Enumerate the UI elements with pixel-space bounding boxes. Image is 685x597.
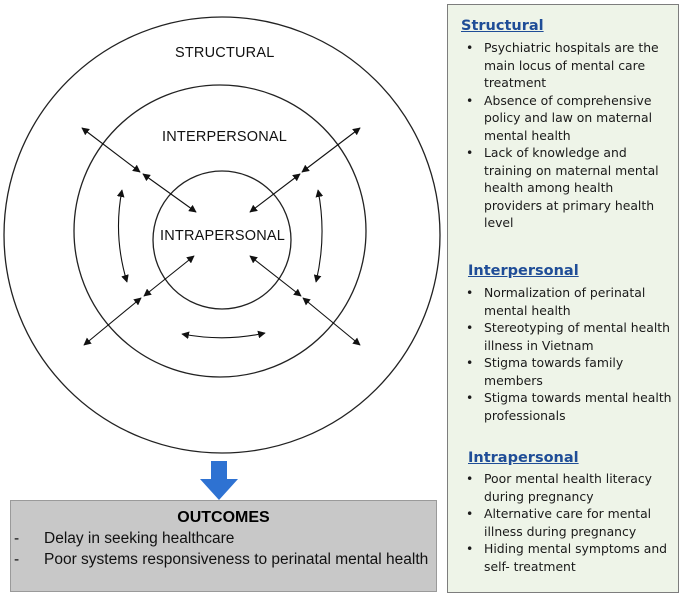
interpersonal-circle — [73, 84, 367, 378]
list-item: Normalization of perinatal mental health — [464, 284, 672, 319]
structural-ring-label: STRUCTURAL — [175, 45, 275, 61]
outcome-bullet: - — [14, 530, 20, 547]
list-item: Stigma towards mental health professiona… — [464, 389, 672, 424]
list-item: Hiding mental symptoms and self- treatme… — [464, 540, 672, 575]
list-item: Alternative care for mental illness duri… — [464, 505, 672, 540]
section-title-intrapersonal: Intrapersonal — [468, 450, 579, 466]
interpersonal-list: Normalization of perinatal mental health… — [464, 284, 672, 424]
concentric-circles-diagram — [3, 16, 441, 454]
barriers-panel: Structural Psychiatric hospitals are the… — [447, 4, 679, 593]
outcome-text: Poor systems responsiveness to perinatal… — [44, 551, 429, 568]
double-arrow-lower-right-outer — [302, 297, 361, 346]
list-item: Psychiatric hospitals are the main locus… — [464, 39, 672, 92]
structural-circle — [3, 16, 441, 454]
double-arrow-upper-left-outer — [81, 127, 141, 173]
section-title-structural: Structural — [461, 18, 544, 34]
double-arrow-upper-right-outer — [301, 127, 361, 173]
structural-list: Psychiatric hospitals are the main locus… — [464, 39, 672, 232]
curved-arrow-right — [313, 189, 324, 283]
curved-arrow-bottom — [181, 330, 266, 340]
outcome-item: - Poor systems responsiveness to perinat… — [14, 551, 432, 568]
double-arrow-upper-left-inner — [142, 173, 197, 213]
section-title-interpersonal: Interpersonal — [468, 263, 579, 279]
intrapersonal-ring-label: INTRAPERSONAL — [160, 228, 286, 244]
outcomes-title: OUTCOMES — [177, 509, 270, 526]
intrapersonal-list: Poor mental health literacy during pregn… — [464, 470, 672, 575]
outcome-bullet: - — [14, 551, 20, 568]
double-arrow-lower-left-outer — [83, 297, 142, 346]
interpersonal-ring-label: INTERPERSONAL — [162, 129, 288, 145]
list-item: Stereotyping of mental health illness in… — [464, 319, 672, 354]
double-arrow-lower-right-inner — [249, 255, 302, 297]
double-arrow-lower-left-inner — [143, 255, 195, 297]
double-arrow-upper-right-inner — [249, 173, 301, 213]
outcome-item: - Delay in seeking healthcare — [14, 530, 432, 547]
list-item: Absence of comprehensive policy and law … — [464, 92, 672, 145]
down-arrow-icon — [200, 461, 238, 500]
curved-arrow-left — [116, 189, 129, 283]
list-item: Lack of knowledge and training on matern… — [464, 144, 672, 232]
intrapersonal-circle — [152, 170, 292, 310]
outcomes-box: OUTCOMES - Delay in seeking healthcare -… — [10, 500, 437, 592]
list-item: Poor mental health literacy during pregn… — [464, 470, 672, 505]
outcome-text: Delay in seeking healthcare — [44, 530, 235, 547]
list-item: Stigma towards family members — [464, 354, 672, 389]
